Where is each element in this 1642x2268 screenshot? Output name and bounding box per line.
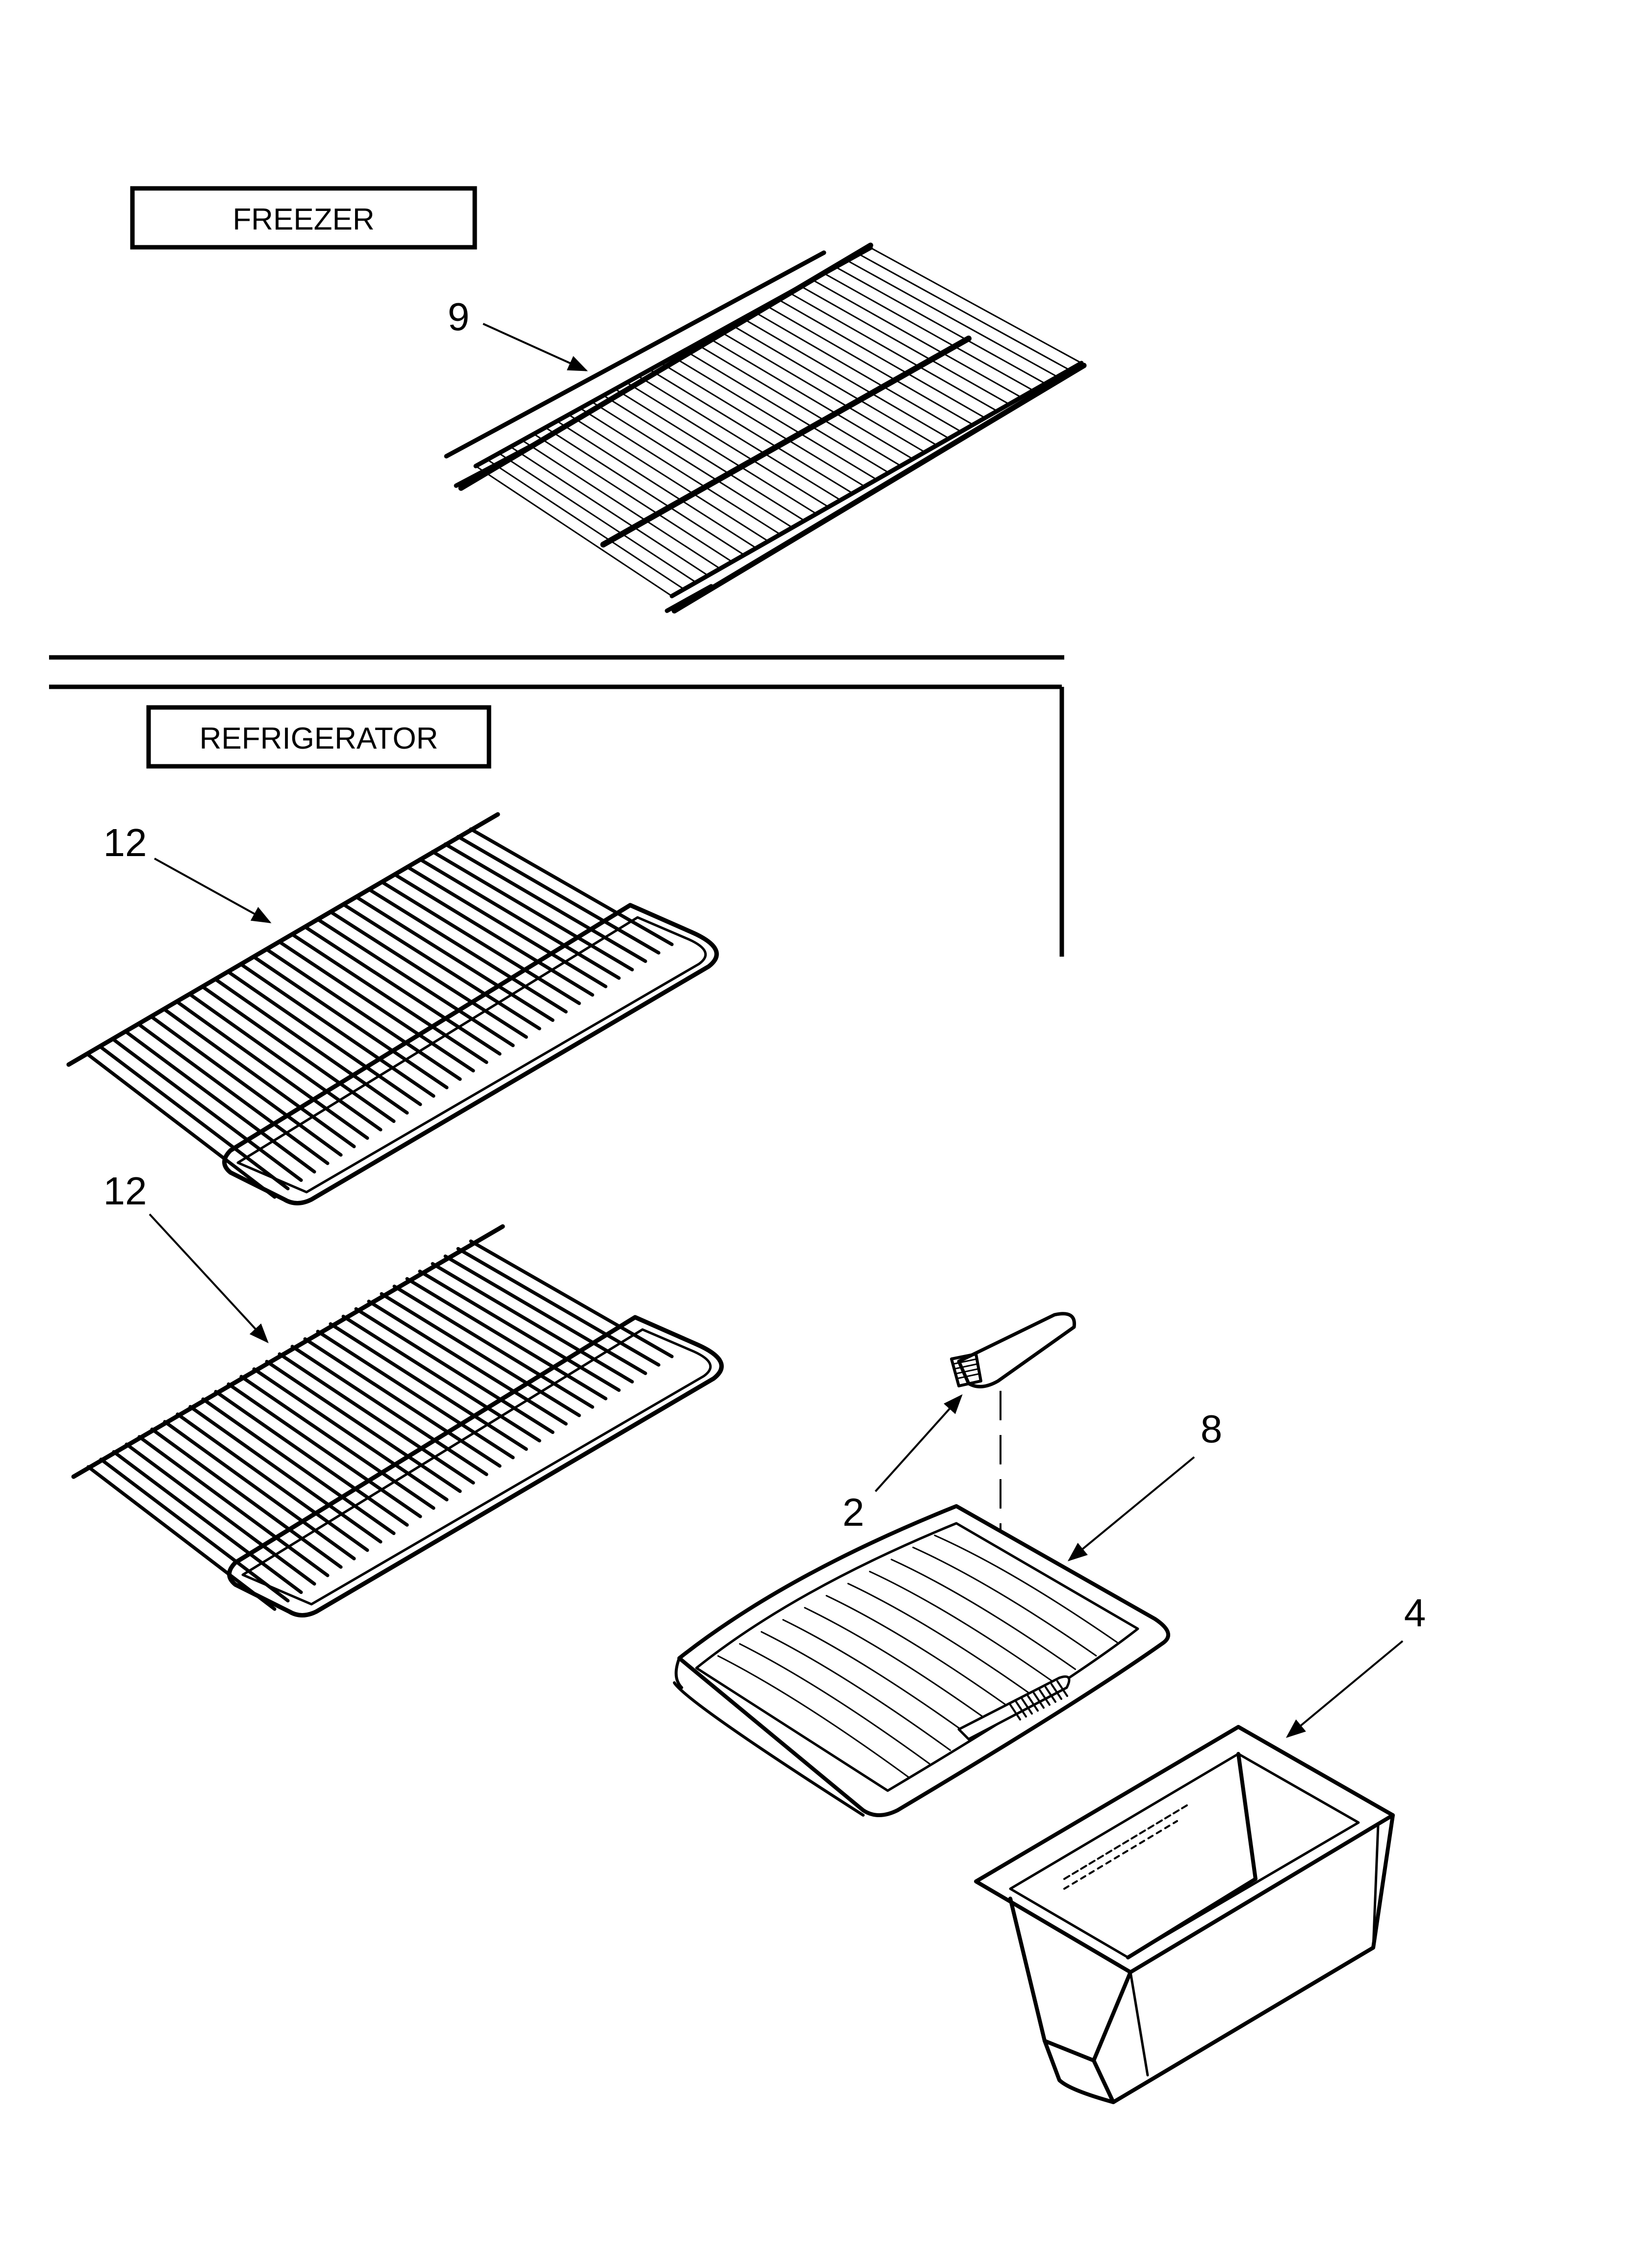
callout-4: 4	[1285, 1591, 1426, 1738]
callout-8-number: 8	[1201, 1407, 1223, 1451]
refrigerator-label-text: REFRIGERATOR	[200, 722, 438, 756]
freezer-section-label: FREEZER	[130, 186, 477, 250]
section-divider	[49, 655, 1064, 957]
callout-12-upper: 12	[103, 821, 272, 923]
callout-2: 2	[843, 1394, 963, 1534]
callout-12-lower-number: 12	[103, 1169, 147, 1213]
upper-wire-shelf	[66, 812, 719, 1205]
callout-12-upper-number: 12	[103, 821, 147, 864]
crisper-drawer	[974, 1725, 1395, 2104]
callout-4-number: 4	[1404, 1591, 1426, 1635]
freezer-label-text: FREEZER	[232, 203, 374, 236]
callout-8: 8	[1067, 1407, 1223, 1562]
callout-12-lower: 12	[103, 1169, 269, 1343]
callout-2-number: 2	[843, 1490, 865, 1534]
lower-wire-shelf	[71, 1224, 724, 1617]
callout-9-number: 9	[448, 295, 470, 339]
refrigerator-section-label: REFRIGERATOR	[146, 705, 491, 769]
freezer-wire-shelf	[444, 242, 1087, 614]
crisper-cover	[673, 1504, 1170, 1817]
callout-9: 9	[448, 295, 588, 371]
